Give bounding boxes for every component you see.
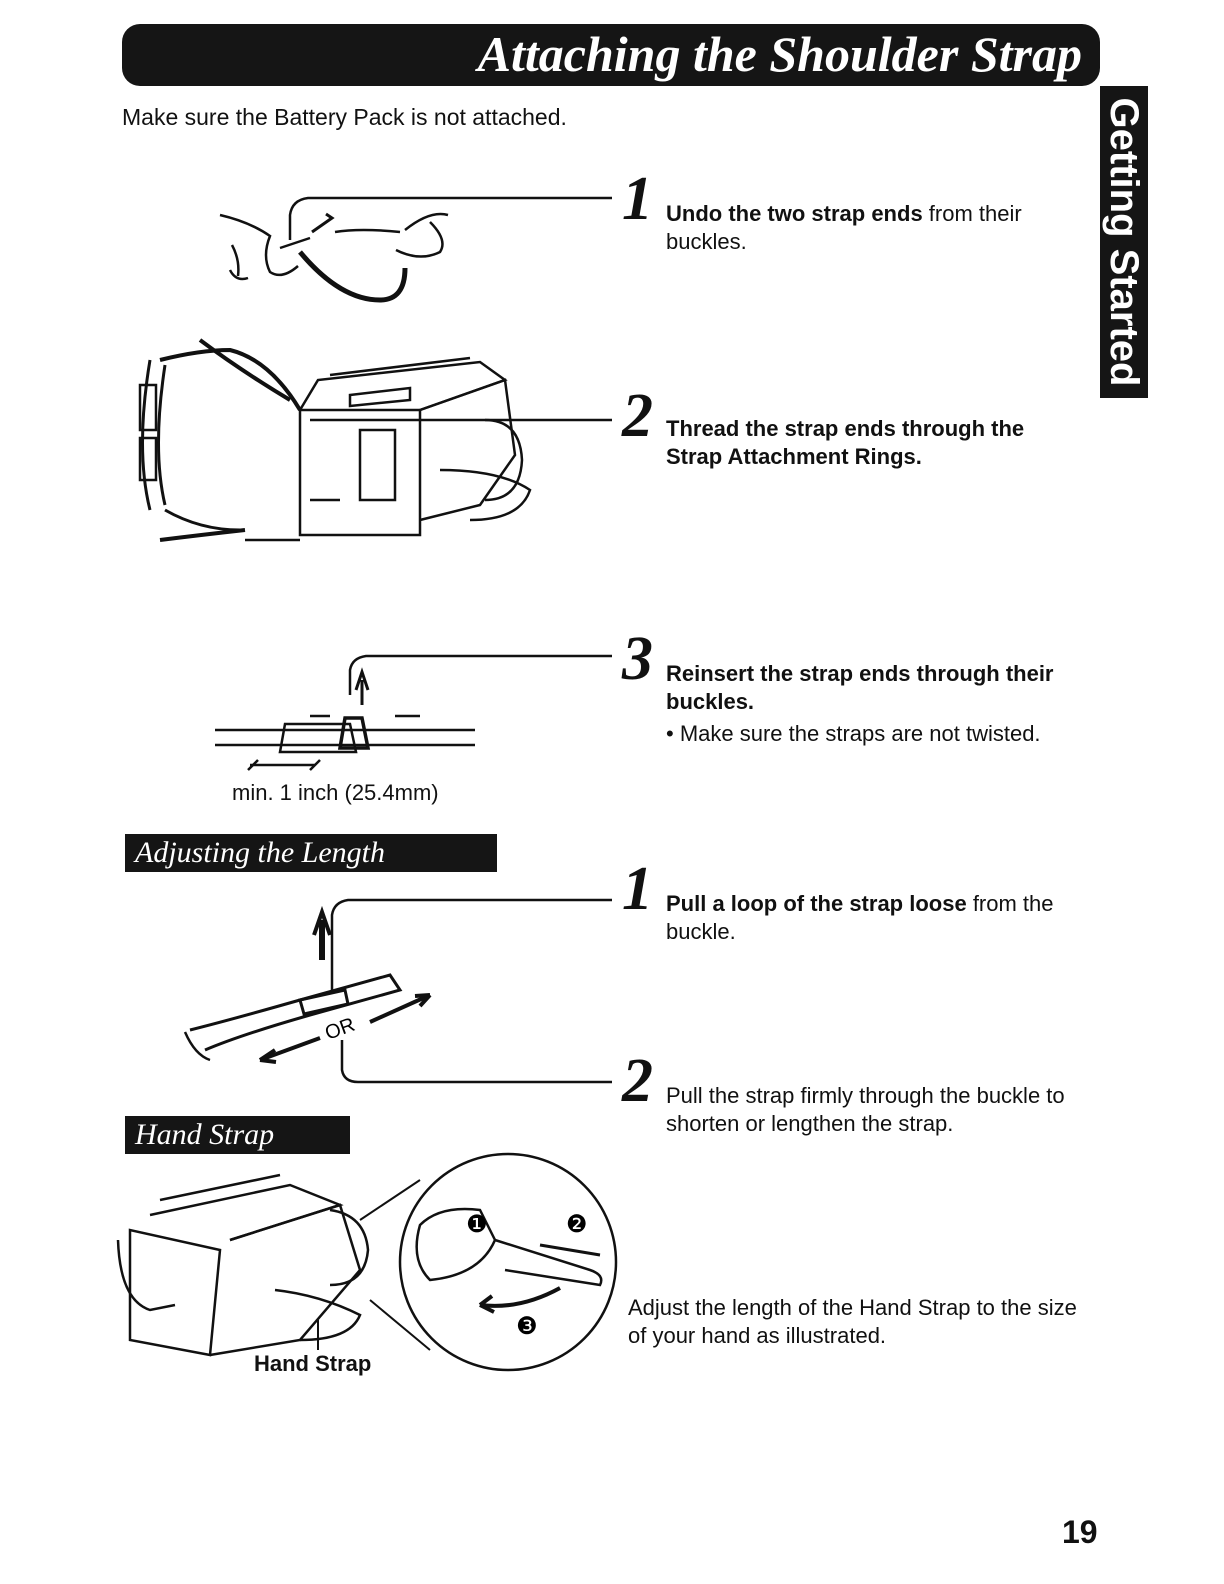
- hand-strap-illustration: [116, 1152, 618, 1372]
- measure-caption: min. 1 inch (25.4mm): [232, 780, 439, 805]
- or-label: OR: [322, 1014, 358, 1045]
- adjust-strap-illustration: [183, 898, 612, 1084]
- marker-2: ❷: [566, 1210, 588, 1238]
- intro-text: Make sure the Battery Pack is not attach…: [122, 104, 567, 130]
- section-hand-strap-title: Hand Strap: [125, 1116, 350, 1154]
- step-heading: Undo the two strap ends: [666, 201, 923, 226]
- page-number: 19: [1062, 1514, 1098, 1550]
- title-banner: Attaching the Shoulder Strap: [122, 24, 1100, 86]
- step-body: from the buckle.: [666, 891, 1054, 944]
- section-adjust-title: Adjusting the Length: [125, 834, 497, 872]
- marker-1: ❶: [466, 1210, 488, 1238]
- step-number: 3: [622, 625, 653, 693]
- step-number: 1: [622, 855, 653, 923]
- step-number: 1: [622, 165, 653, 233]
- step-heading: Thread the strap ends through the Strap …: [666, 416, 1025, 469]
- hand-strap-label: Hand Strap: [254, 1351, 372, 1376]
- step-number: 2: [622, 382, 653, 450]
- camcorder-strap-illustration: [138, 338, 612, 542]
- strap-undo-illustration: [219, 196, 612, 303]
- step-note: • Make sure the straps are not twisted.: [666, 721, 1041, 746]
- step-heading: Pull a loop of the strap loose: [666, 891, 967, 916]
- step-body: from their buckles.: [666, 201, 1022, 254]
- step-number: 2: [622, 1047, 653, 1115]
- side-tab: [1100, 86, 1148, 398]
- step-body: Pull the strap firmly through the buckle…: [666, 1083, 1065, 1136]
- step-heading: Reinsert the strap ends through their bu…: [666, 661, 1054, 714]
- buckle-illustration: [215, 654, 612, 771]
- marker-3: ❸: [516, 1312, 538, 1340]
- hand-strap-description: Adjust the length of the Hand Strap to t…: [628, 1295, 1077, 1348]
- page-title: Attaching the Shoulder Strap: [477, 26, 1082, 82]
